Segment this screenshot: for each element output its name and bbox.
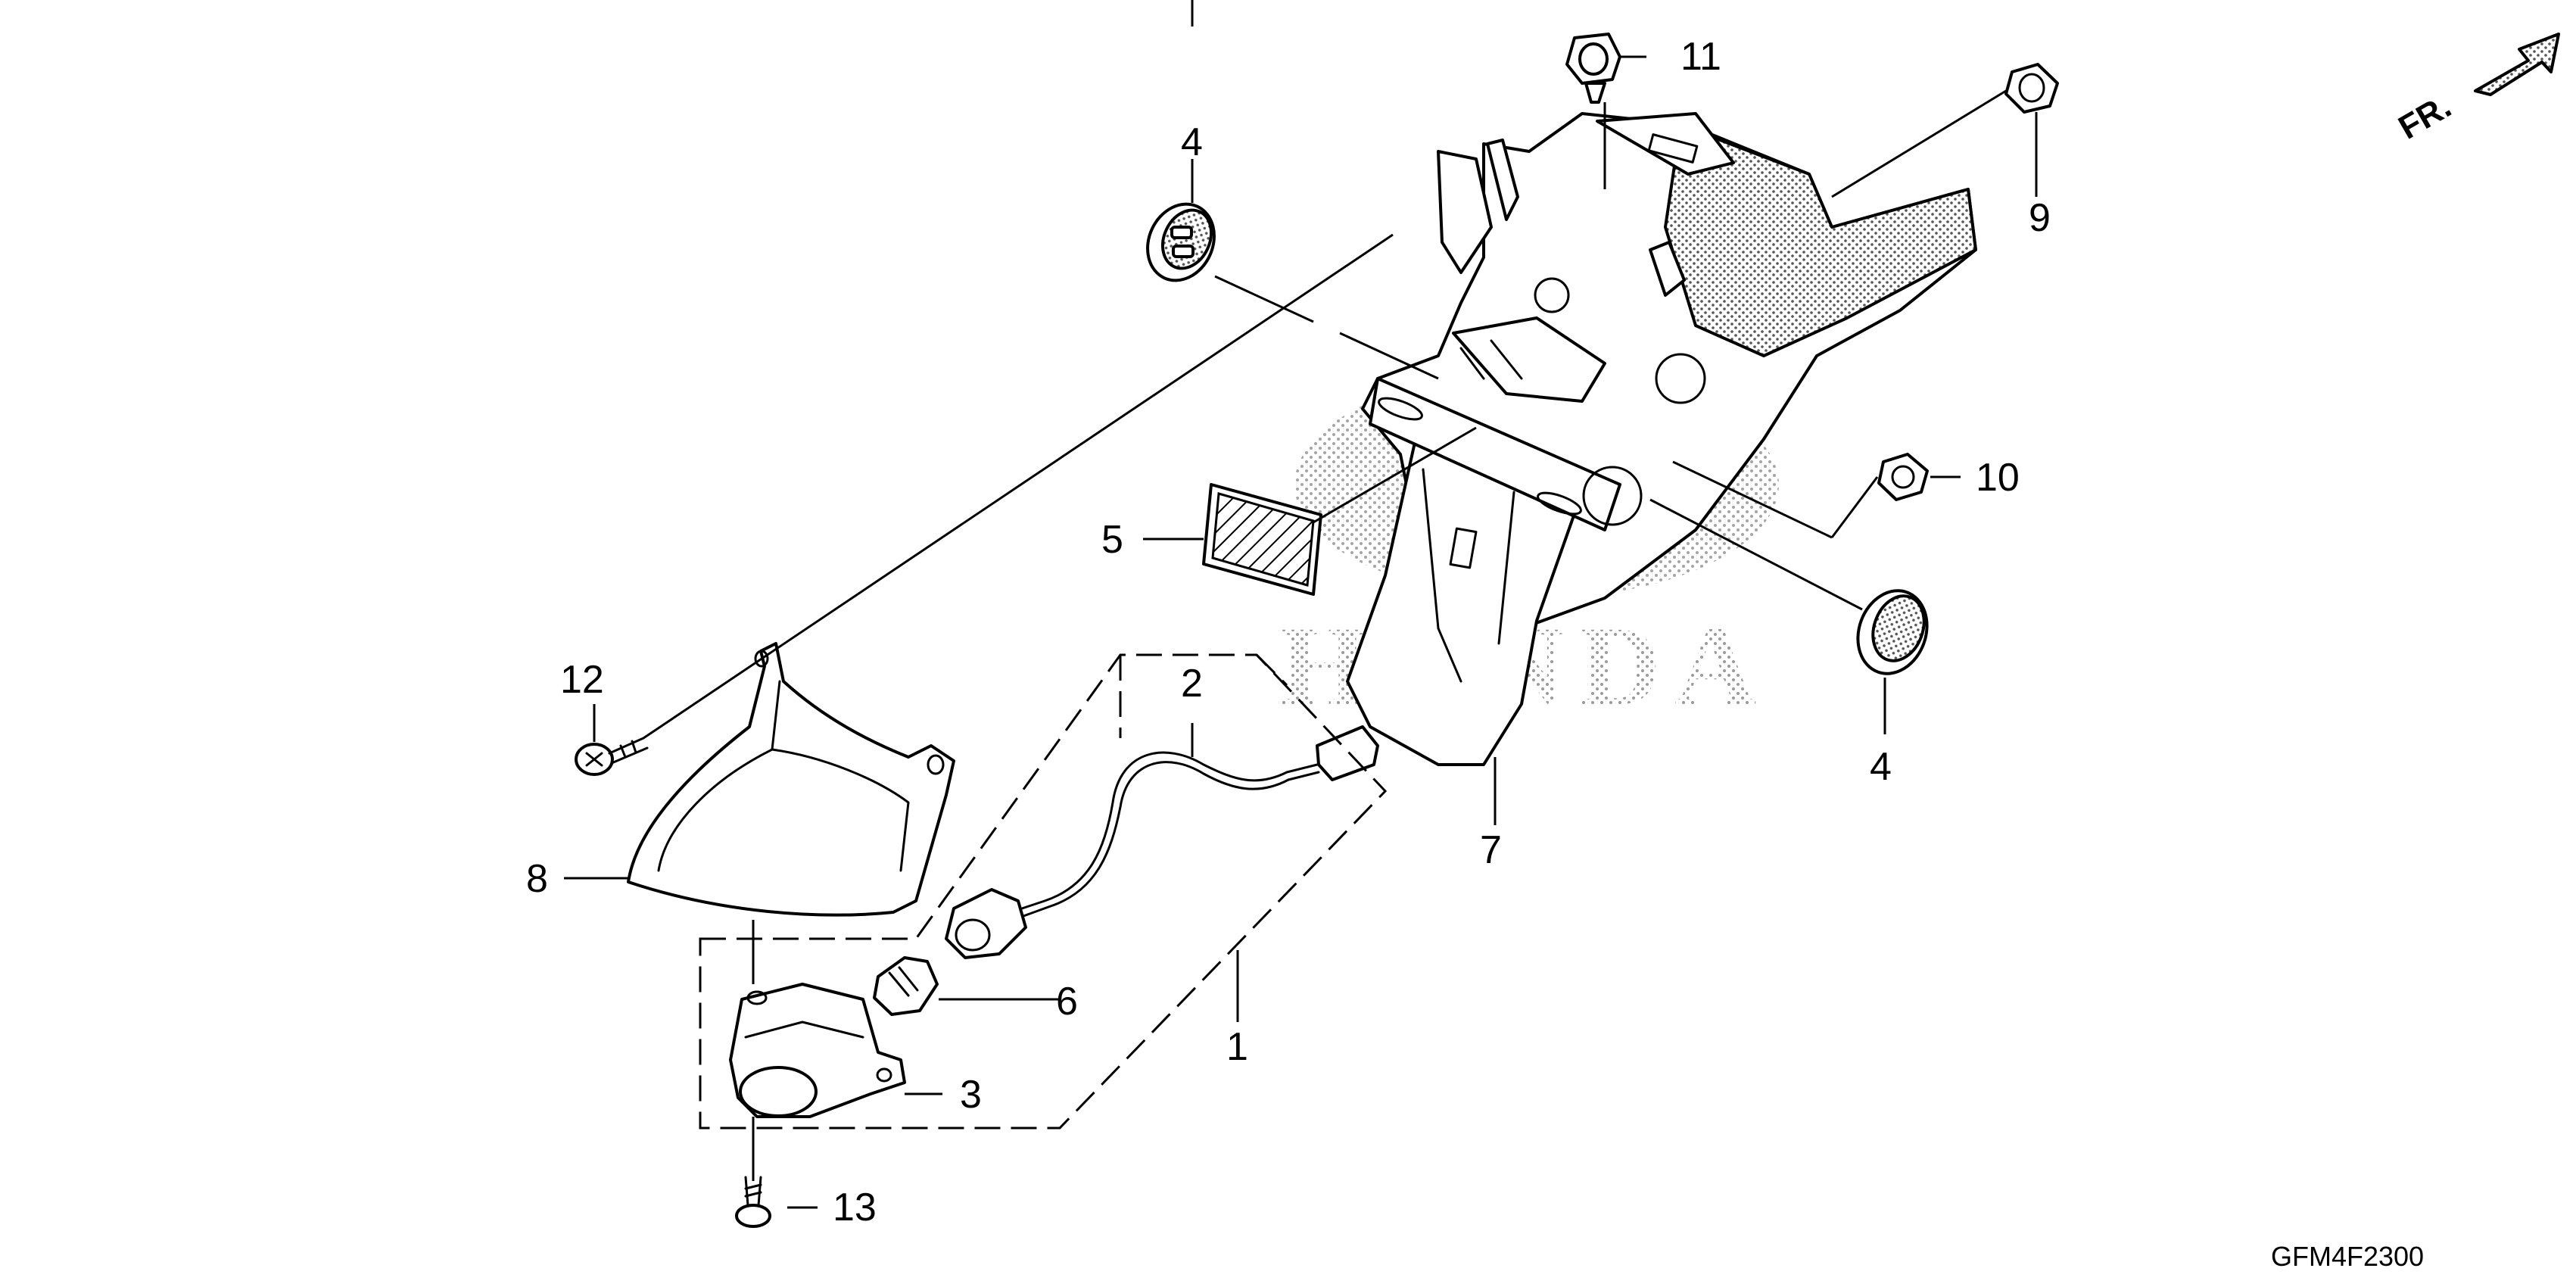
leader-lines [564, 0, 2038, 1209]
callout-8: 8 [526, 857, 548, 901]
socket-harness-part-2 [945, 725, 1379, 959]
grommet-part-4-upper [1146, 202, 1216, 282]
callout-4-lower: 4 [1870, 745, 1892, 789]
assembly-boundary-inner [1119, 653, 1288, 738]
diagram-code: GFM4F2300 [2271, 1241, 2424, 1272]
callout-10: 10 [1976, 456, 2020, 500]
grommet-part-4-lower [1856, 589, 1929, 675]
license-light-part-3 [729, 983, 906, 1118]
callout-12: 12 [560, 658, 604, 702]
clip-part-11 [1565, 33, 1621, 104]
reflector-part-5 [1202, 483, 1322, 596]
arrow-icon [2474, 33, 2560, 96]
callout-2: 2 [1181, 662, 1203, 706]
callout-5: 5 [1101, 518, 1123, 562]
callout-4-upper: 4 [1181, 120, 1203, 164]
callout-11: 11 [1680, 35, 1721, 79]
callout-7: 7 [1480, 828, 1502, 872]
rear-cover-part-8 [627, 642, 955, 917]
callout-13: 13 [833, 1186, 877, 1229]
front-direction-indicator: FR. [2393, 33, 2560, 147]
callout-1: 1 [1226, 1025, 1248, 1069]
screw-part-12 [575, 737, 649, 776]
callout-3: 3 [960, 1073, 982, 1117]
callout-9: 9 [2029, 196, 2051, 240]
bulb-part-6 [873, 956, 939, 1016]
rear-fender-part-7 [1346, 112, 1977, 766]
nut-part-10 [1877, 453, 1929, 501]
nut-part-9 [2004, 63, 2059, 114]
direction-label: FR. [2393, 88, 2458, 147]
assembly-boundary-part-1 [699, 653, 1388, 1130]
screw-part-13 [735, 1176, 771, 1228]
callout-labels: 1 2 3 4 4 5 6 7 8 9 10 11 12 13 [526, 35, 2051, 1229]
callout-6: 6 [1056, 980, 1078, 1024]
